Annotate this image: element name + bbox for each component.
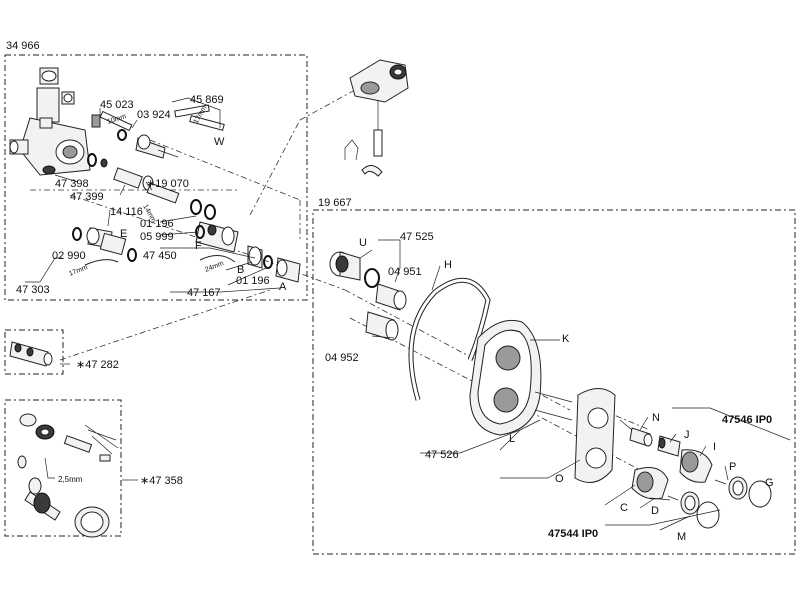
upper-small-parts — [87, 104, 225, 191]
letter-F: F — [195, 240, 202, 252]
label-01196-upper: 01 196 — [140, 218, 174, 230]
letter-C: C — [620, 502, 628, 514]
label-47450: 47 450 — [143, 250, 177, 262]
label-47399: 47 399 — [70, 191, 104, 203]
installation-view — [344, 59, 409, 177]
leader-lines — [25, 97, 791, 531]
letter-B: B — [237, 264, 244, 276]
letter-K: K — [562, 333, 570, 345]
letter-M: M — [677, 531, 686, 543]
letter-N: N — [652, 412, 660, 424]
label-47398: 47 398 — [55, 178, 89, 190]
letter-L: L — [509, 433, 515, 445]
label-45023: 45 023 — [100, 99, 134, 111]
label-01196-lower: 01 196 — [236, 275, 270, 287]
label-19070: ∗19 070 — [146, 178, 189, 190]
label-02990: 02 990 — [52, 250, 86, 262]
label-47358: ∗47 358 — [140, 475, 183, 487]
spare-parts-box — [4, 399, 122, 537]
letter-O: O — [555, 473, 564, 485]
body-kit-number: 34 966 — [6, 40, 40, 52]
label-45869: 45 869 — [190, 94, 224, 106]
label-05999: 05 999 — [140, 231, 174, 243]
letter-D: D — [651, 505, 659, 517]
letter-U: U — [359, 237, 367, 249]
label-47544: 47544 IP0 — [548, 528, 598, 540]
trim-parts — [329, 251, 772, 529]
body-kit-box — [4, 54, 308, 301]
thermostatic-parts — [72, 182, 301, 283]
dim-24mm: 24mm — [204, 260, 225, 274]
trim-kit-box — [312, 209, 796, 555]
valve-body — [9, 67, 91, 176]
trim-kit-number: 19 667 — [318, 197, 352, 209]
letter-I: I — [713, 441, 716, 453]
letter-A: A — [279, 281, 287, 293]
label-04951: 04 951 — [388, 266, 422, 278]
label-47525: 47 525 — [400, 231, 434, 243]
cartridge-box — [4, 329, 64, 375]
letter-J: J — [684, 429, 690, 441]
label-47167: 47 167 — [187, 287, 221, 299]
letter-G: G — [765, 477, 774, 489]
letter-H: H — [444, 259, 452, 271]
spare-kit-parts — [17, 413, 119, 538]
label-03924: 03 924 — [137, 109, 171, 121]
letter-W: W — [214, 136, 225, 148]
assembly-lines — [30, 89, 651, 471]
label-14116: 14 116 — [110, 206, 143, 218]
label-04952: 04 952 — [325, 352, 359, 364]
dim-2-5mm: 2,5mm — [58, 475, 83, 484]
letter-E: E — [120, 228, 127, 240]
label-47282: ∗47 282 — [76, 359, 119, 371]
label-47526: 47 526 — [425, 449, 459, 461]
label-47303: 47 303 — [16, 284, 50, 296]
letter-P: P — [729, 461, 736, 473]
dim-17mm-lower: 17mm — [68, 264, 89, 278]
label-47546: 47546 IP0 — [722, 414, 772, 426]
spare-cartridge — [9, 341, 53, 367]
